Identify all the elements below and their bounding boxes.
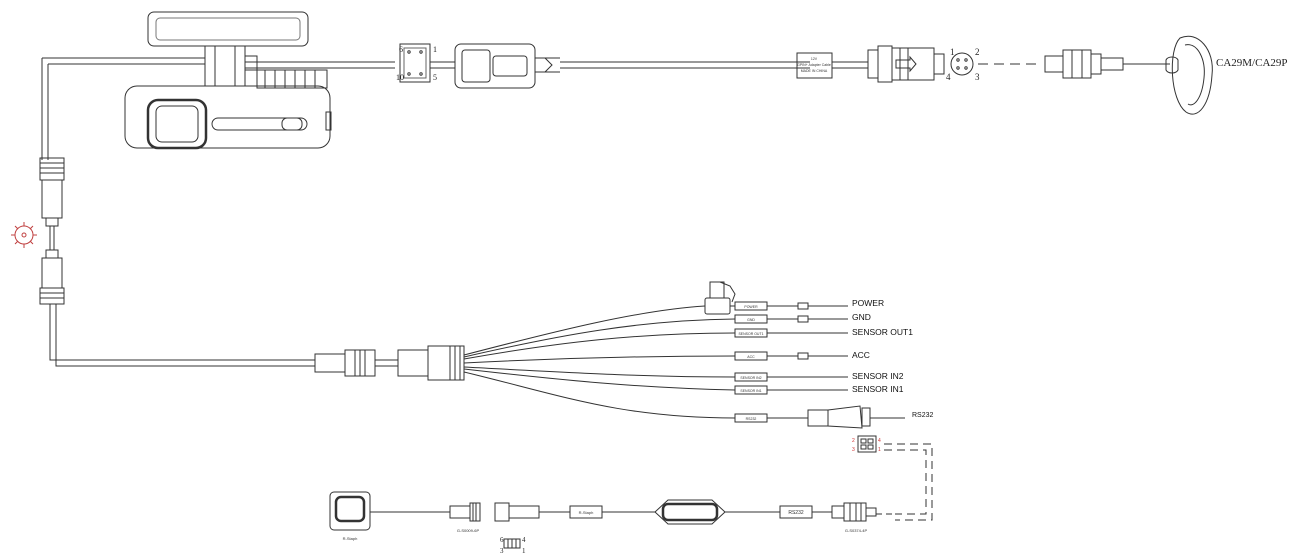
tag-acc: ACC — [747, 355, 755, 359]
pin-label-1: 1 — [950, 47, 955, 57]
socket-6p — [494, 502, 540, 522]
harness-connector-b — [397, 345, 465, 381]
large-plug — [454, 43, 560, 89]
push-button — [329, 491, 371, 531]
camera-model-label: CA29M/CA29P — [1216, 57, 1288, 69]
plug-4p — [831, 502, 877, 522]
tag-gnd: GND — [747, 318, 755, 322]
six-pin-num-1: 1 — [522, 547, 526, 555]
ten-pin-label-10: 10 — [396, 73, 404, 82]
harness-connector-a — [314, 349, 376, 377]
inline-module — [654, 499, 726, 525]
side-camera — [1165, 35, 1213, 115]
wire-label-gnd: GND — [852, 312, 871, 322]
wire-label-sensor-out1: SENSOR OUT1 — [852, 327, 913, 337]
wire-label-rs232: RS232 — [912, 412, 934, 419]
pin-label-2: 2 — [975, 47, 980, 57]
conn-6p-label: G-S0009-6P — [457, 528, 480, 533]
inline-connector-lower — [39, 249, 65, 305]
pin-label-4: 4 — [946, 72, 951, 82]
tag-power: POWER — [744, 305, 758, 309]
wire-label-power: POWER — [852, 298, 885, 308]
ten-pin-label-5: 5 — [433, 73, 437, 82]
dash-camera — [124, 11, 332, 150]
ten-pin-pinout-icon — [11, 222, 37, 248]
tag-sensor-in2: SENSOR IN2 — [740, 376, 761, 380]
adapter-tag — [796, 52, 833, 79]
four-pin-num-1: 1 — [878, 447, 881, 453]
six-pin-num-3: 3 — [500, 547, 504, 555]
six-pin-num-6: 6 — [500, 536, 504, 544]
aviation-male-connector — [1044, 49, 1170, 79]
adapter-label-line2: GPIN+ Adapter Cable — [797, 63, 831, 67]
tag-sensor-in1: SENSOR IN1 — [740, 389, 761, 393]
inline-connector-upper — [39, 157, 65, 227]
mid-tag-text: R-Staph — [579, 510, 594, 515]
wire-label-sensor-in2: SENSOR IN2 — [852, 371, 904, 381]
four-pin-num-3: 3 — [852, 447, 855, 453]
ten-pin-label-1: 1 — [433, 45, 437, 54]
wire-label-sensor-in1: SENSOR IN1 — [852, 384, 904, 394]
rs232-connector — [807, 405, 871, 429]
aviation-female-connector — [867, 45, 974, 83]
ten-pin-label-6: 6 — [399, 45, 403, 54]
pin-label-3: 3 — [975, 72, 980, 82]
tag-sensor-out1: SENSOR OUT1 — [738, 332, 763, 336]
plug-6p — [449, 502, 481, 522]
four-pin-block — [857, 435, 877, 453]
conn-4p-label: G-S0374-4P — [845, 528, 868, 533]
six-pin-num-4: 4 — [522, 536, 526, 544]
rs232-tag-text: RS232 — [788, 510, 804, 516]
ten-pin-connector — [399, 43, 431, 83]
adapter-label-line3: MADE IN CHINA — [801, 69, 828, 73]
wire-label-acc: ACC — [852, 350, 870, 360]
button-label: R-Staph — [343, 536, 358, 541]
four-pin-num-4: 4 — [878, 438, 881, 444]
adapter-label-line1: 12V — [811, 57, 818, 61]
fuse-holder — [704, 281, 736, 315]
four-pin-num-2: 2 — [852, 438, 855, 444]
tag-rs232: RS232 — [746, 417, 757, 421]
